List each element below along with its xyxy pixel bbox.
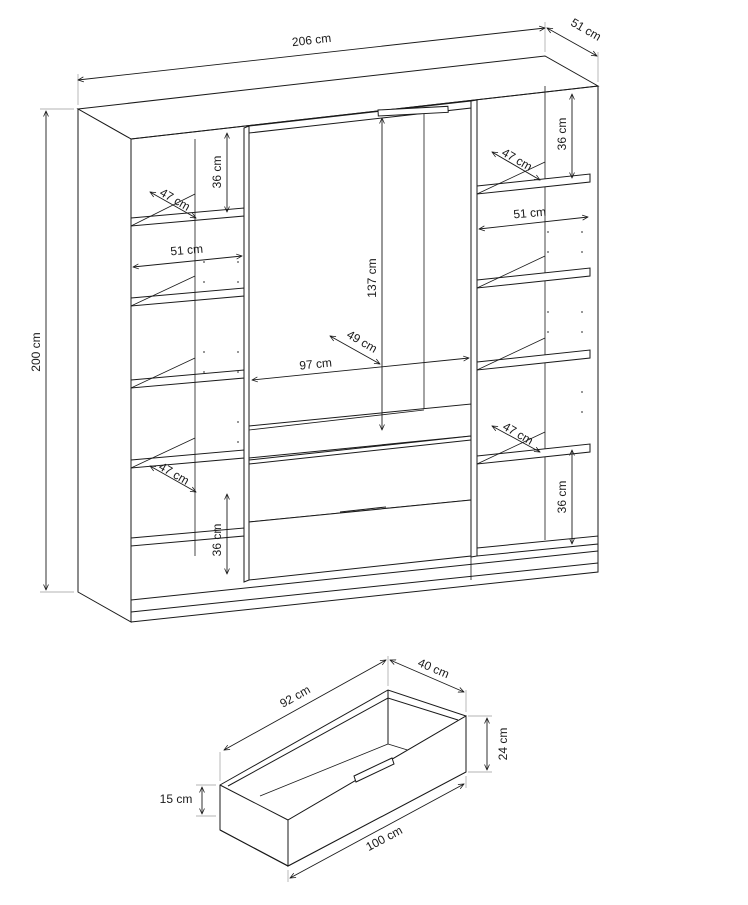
dim-drawer-length — [224, 660, 386, 750]
right-shelf-2 — [476, 267, 591, 289]
label-hanging-width: 97 cm — [299, 355, 333, 372]
left-shelves — [130, 139, 245, 556]
left-shelf-4 — [130, 449, 245, 469]
label-drawer-front-width: 100 cm — [363, 823, 404, 854]
dim-left-width — [133, 256, 242, 267]
dim-left-shelf-depth — [150, 192, 196, 218]
dim-right-lower-depth — [492, 426, 540, 452]
dim-drawer-depth — [390, 660, 464, 692]
drawer-handle-cutout — [353, 757, 395, 783]
label-right-width: 51 cm — [513, 205, 547, 222]
left-partition — [243, 125, 250, 583]
wardrobe-top — [76, 55, 600, 140]
plinth-line — [130, 562, 599, 613]
label-drawer-length: 92 cm — [277, 682, 312, 710]
drawer-bottom-edge — [219, 829, 289, 867]
dim-right-width — [479, 217, 588, 229]
drawer-handle — [339, 506, 387, 513]
right-partition — [470, 99, 478, 558]
label-right-top-gap: 36 cm — [555, 118, 569, 151]
dim-left-lower-depth — [150, 466, 196, 492]
dim-depth — [547, 28, 597, 56]
right-shelf-depth — [476, 337, 546, 371]
wardrobe-left-side — [77, 108, 132, 623]
right-shelf-5 — [476, 535, 599, 557]
dim-drawer-front-width — [290, 784, 464, 878]
label-left-top-gap: 36 cm — [210, 156, 224, 189]
label-height: 200 cm — [29, 332, 43, 371]
label-depth: 51 cm — [568, 15, 603, 43]
plinth-line-2 — [130, 550, 599, 601]
label-left-shelf-depth: 47 cm — [157, 185, 192, 213]
label-left-width: 51 cm — [170, 242, 204, 259]
shelf-pin-holes — [203, 231, 583, 443]
dim-hanging-width — [252, 358, 469, 380]
label-right-shelf-depth: 47 cm — [499, 145, 534, 173]
label-hanging-height: 137 cm — [365, 258, 379, 297]
left-shelf-5 — [130, 527, 245, 547]
dim-total-width — [78, 28, 545, 80]
right-shelf-3 — [476, 349, 591, 371]
right-shelves — [476, 161, 599, 557]
hanging-rail — [377, 105, 449, 117]
label-total-width: 206 cm — [291, 31, 332, 49]
label-drawer-front-height: 24 cm — [496, 728, 510, 761]
label-hanging-depth: 49 cm — [344, 327, 379, 355]
right-shelf-1 — [476, 173, 591, 195]
right-shelf-depth — [476, 255, 546, 289]
label-drawer-depth: 40 cm — [416, 655, 452, 681]
left-shelf-2 — [130, 287, 245, 307]
drawer-floor-back — [259, 743, 389, 797]
wardrobe — [76, 55, 600, 623]
drawer — [219, 689, 467, 867]
left-shelf-depth — [130, 275, 196, 307]
left-shelf-3 — [130, 369, 245, 389]
left-shelf-depth — [130, 437, 196, 469]
label-right-bottom-gap: 36 cm — [555, 481, 569, 514]
center-shelf-back — [248, 409, 425, 431]
label-drawer-side-height: 15 cm — [160, 792, 193, 806]
left-shelf-depth — [130, 357, 196, 389]
label-left-bottom-gap: 36 cm — [210, 524, 224, 557]
right-shelf-4 — [476, 443, 591, 465]
dim-right-shelf-depth — [492, 152, 540, 180]
drawer-top-edge — [248, 439, 472, 465]
label-right-lower-depth: 47 cm — [500, 419, 535, 447]
